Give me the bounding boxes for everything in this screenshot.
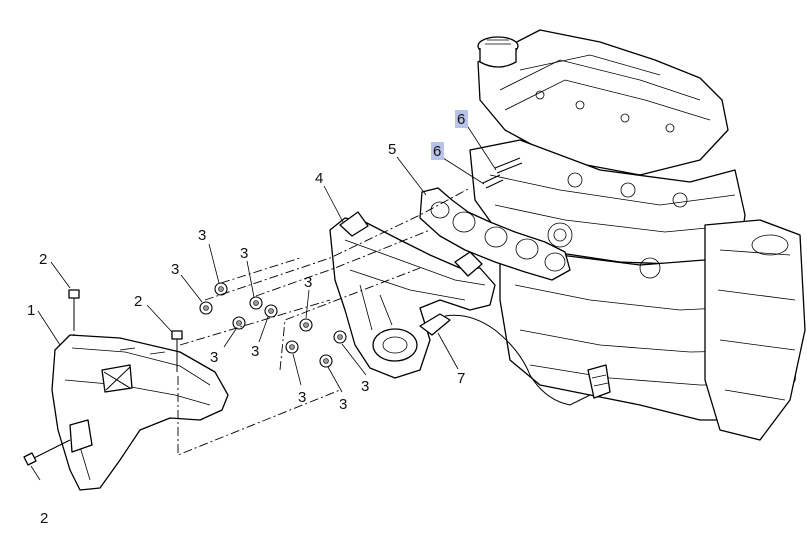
nut — [333, 330, 347, 344]
exhaust-manifold — [329, 211, 496, 379]
nut — [232, 316, 246, 330]
bolt-bottom-left — [23, 439, 71, 466]
callout-labels: 1 2 2 2 3 3 3 3 3 3 3 3 3 4 5 6 6 7 — [27, 111, 465, 527]
callout-3-d: 3 — [304, 274, 312, 291]
callout-7: 7 — [457, 370, 465, 387]
callout-6-upper: 6 — [457, 111, 465, 128]
exhaust-manifold-gasket — [419, 187, 571, 281]
assembly-lines — [73, 187, 471, 456]
callout-6-highlight-lower — [431, 142, 444, 160]
oxygen-sensor — [419, 313, 611, 406]
leader-lines — [30, 126, 497, 481]
nut — [285, 340, 299, 354]
callout-3-b: 3 — [240, 245, 248, 262]
callout-3-g: 3 — [298, 389, 306, 406]
callout-3-c: 3 — [171, 261, 179, 278]
nut — [319, 354, 333, 368]
bolt-middle — [171, 330, 183, 372]
callout-1: 1 — [27, 302, 35, 319]
engine-assembly — [469, 29, 806, 441]
callout-3-a: 3 — [198, 227, 206, 244]
callout-3-i: 3 — [361, 378, 369, 395]
nut — [214, 282, 228, 296]
nut — [249, 296, 263, 310]
nuts — [199, 282, 347, 368]
exhaust-manifold-heat-shield — [51, 334, 229, 491]
callout-6-highlight-upper — [455, 110, 468, 128]
callout-6-lower: 6 — [433, 143, 441, 160]
callout-4: 4 — [315, 170, 323, 187]
callout-2-middle: 2 — [134, 293, 142, 310]
callout-2-bottom: 2 — [40, 510, 48, 527]
callout-5: 5 — [388, 141, 396, 158]
callout-3-h: 3 — [339, 396, 347, 413]
callout-2-top: 2 — [39, 251, 47, 268]
nut — [299, 318, 313, 332]
nut — [264, 304, 278, 318]
nut — [199, 301, 213, 315]
callout-3-f: 3 — [251, 343, 259, 360]
callout-3-e: 3 — [210, 349, 218, 366]
